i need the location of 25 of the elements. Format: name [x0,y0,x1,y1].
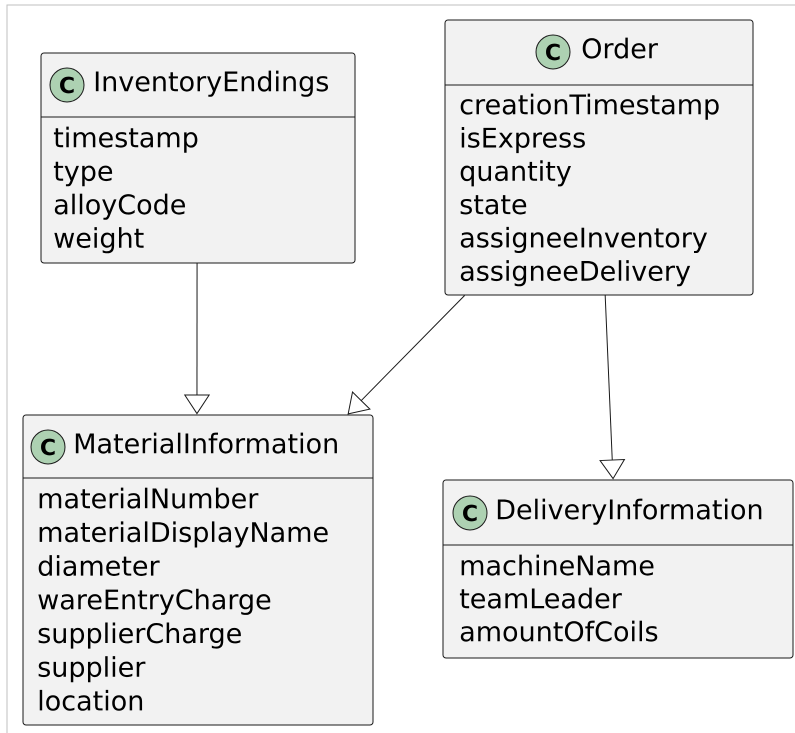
attribute: type [54,162,112,186]
attribute: materialDisplayName [40,521,328,548]
attribute: timestamp [54,126,198,153]
class-name: Order [582,38,658,59]
class-name: DeliveryInformation [498,498,762,525]
attribute: wareEntryCharge [38,588,270,615]
attribute: weight [54,227,144,254]
class-name: MaterialInformation [76,432,337,454]
attribute: isExpress [462,126,585,154]
attribute: machineName [462,554,654,576]
attribute: supplierCharge [38,622,241,649]
attribute: state [460,195,526,214]
attribute: amountOfCoils [460,620,658,642]
attribute: assigneeInventory [460,226,708,253]
attribute: teamLeader [460,588,622,609]
attribute: location [40,690,142,711]
attribute: alloyCode [54,194,185,220]
attribute: materialNumber [40,488,258,509]
attribute: diameter [38,555,160,576]
inheritance-arrow [348,295,466,414]
attribute: assigneeDelivery [460,260,690,286]
attribute: creationTimestamp [460,94,719,120]
attribute: supplier [38,656,146,682]
attribute: quantity [460,160,571,186]
class-name: InventoryEndings [96,70,328,97]
